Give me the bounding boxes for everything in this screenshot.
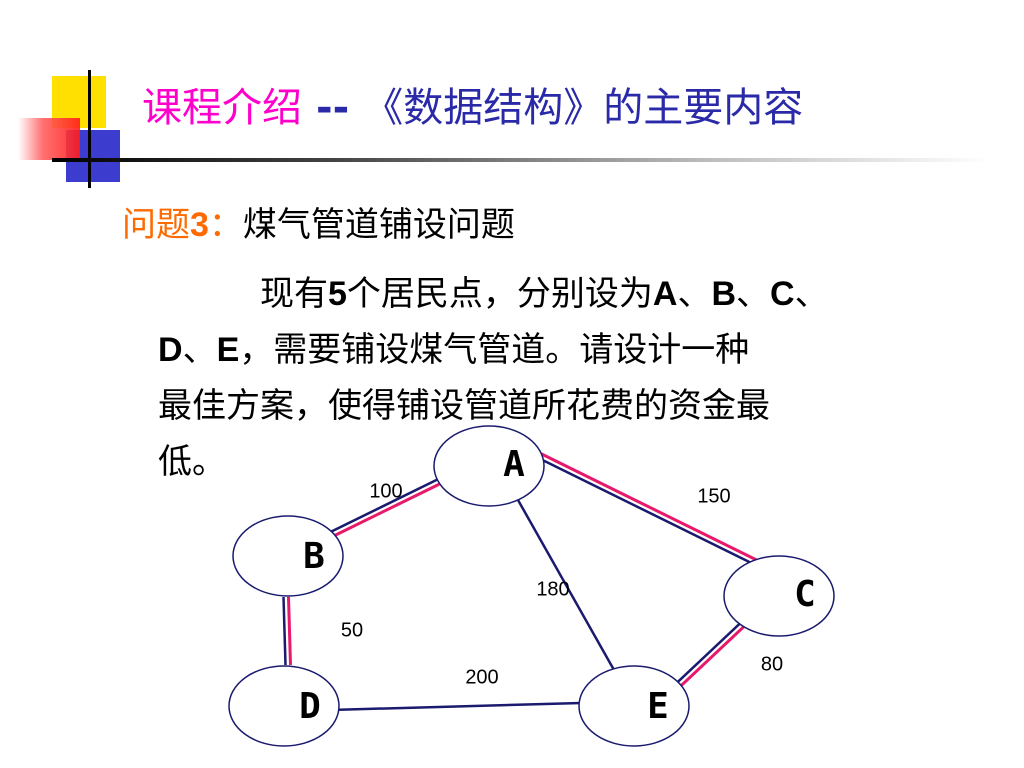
edge-line — [282, 597, 287, 666]
edge-highlight-line — [286, 596, 292, 665]
problem-name: 煤气管道铺设问题 — [242, 205, 515, 245]
edge-line — [538, 457, 755, 566]
description-line-2: D、E，需要铺设煤气管道。请设计一种 — [158, 322, 998, 378]
node-D: D — [228, 665, 340, 747]
text-segment: 现有 — [260, 274, 328, 314]
node-ellipse — [433, 425, 545, 507]
description-line-3: 最佳方案，使得铺设管道所花费的资金最 — [158, 386, 770, 426]
problem-number: 3 — [190, 206, 209, 244]
text-segment: 、 — [736, 274, 771, 314]
problem-description: 现有5个居民点，分别设为A、B、C、 D、E，需要铺设煤气管道。请设计一种 最佳… — [158, 266, 998, 490]
text-segment: 、 — [794, 274, 829, 314]
edge-highlight-line — [540, 452, 757, 562]
edge-D-E — [329, 701, 582, 712]
edge-weight-label: 150 — [697, 485, 730, 507]
node-ellipse — [228, 665, 340, 747]
edge-line — [328, 478, 438, 534]
edge-A-C — [538, 452, 757, 566]
text-node-name: A — [652, 275, 678, 313]
red-square — [18, 118, 80, 160]
graph-edges — [282, 452, 757, 712]
text-segment: 个居民点，分别设为 — [346, 274, 653, 314]
title-topic: 《数据结构》的主要内容 — [363, 85, 804, 131]
node-ellipse — [232, 515, 344, 597]
edge-weight-label: 100 — [369, 480, 402, 502]
title-separator: -- — [316, 85, 350, 131]
text-segment: ，需要铺设煤气管道。请设计一种 — [239, 330, 750, 370]
node-B: B — [232, 515, 344, 597]
edge-weight-label: 50 — [341, 619, 363, 641]
node-ellipse — [578, 665, 690, 747]
node-label: D — [299, 686, 321, 727]
problem-heading: 问题3：煤气管道铺设问题 — [122, 200, 515, 250]
edge-weight-label: 180 — [536, 578, 569, 600]
edge-A-E — [516, 499, 616, 671]
edge-weight-label: 200 — [465, 666, 498, 688]
node-label: A — [503, 444, 525, 485]
text-node-name: B — [711, 275, 737, 313]
text-segment: 、 — [677, 274, 712, 314]
node-label: B — [303, 536, 325, 577]
text-node-name: E — [216, 331, 240, 369]
edge-weight-label: 80 — [761, 653, 783, 675]
edge-line — [329, 701, 582, 712]
problem-label: 问题 — [122, 205, 190, 245]
title-course-intro: 课程介绍 — [142, 85, 302, 131]
vertical-rule — [88, 70, 91, 188]
node-E: E — [578, 665, 690, 747]
edge-highlight-line — [330, 482, 440, 539]
edge-C-E — [672, 621, 746, 691]
problem-colon: ： — [208, 205, 243, 245]
graph-nodes: A B C D E — [228, 425, 835, 747]
description-line-1: 现有5个居民点，分别设为A、B、C、 — [158, 266, 998, 322]
node-label: E — [647, 686, 669, 727]
title-decoration — [0, 60, 140, 200]
title-underline — [52, 158, 992, 162]
node-label: C — [794, 574, 816, 615]
edge-highlight-line — [675, 624, 746, 691]
text-segment: 、 — [182, 330, 217, 370]
node-ellipse — [723, 555, 835, 637]
edge-B-D — [282, 596, 292, 666]
node-A: A — [433, 425, 545, 507]
text-node-name: C — [770, 275, 795, 313]
node-C: C — [723, 555, 835, 637]
graph-edge-weights: 100 150 180 50 200 80 — [341, 480, 783, 688]
text-node-name: D — [158, 331, 183, 369]
edge-line — [516, 499, 616, 671]
page-title: 课程介绍 -- 《数据结构》的主要内容 — [142, 82, 803, 134]
text-number: 5 — [328, 275, 347, 313]
edge-A-B — [328, 478, 440, 539]
description-line-4: 低。 — [158, 442, 226, 482]
edge-line — [672, 621, 743, 688]
